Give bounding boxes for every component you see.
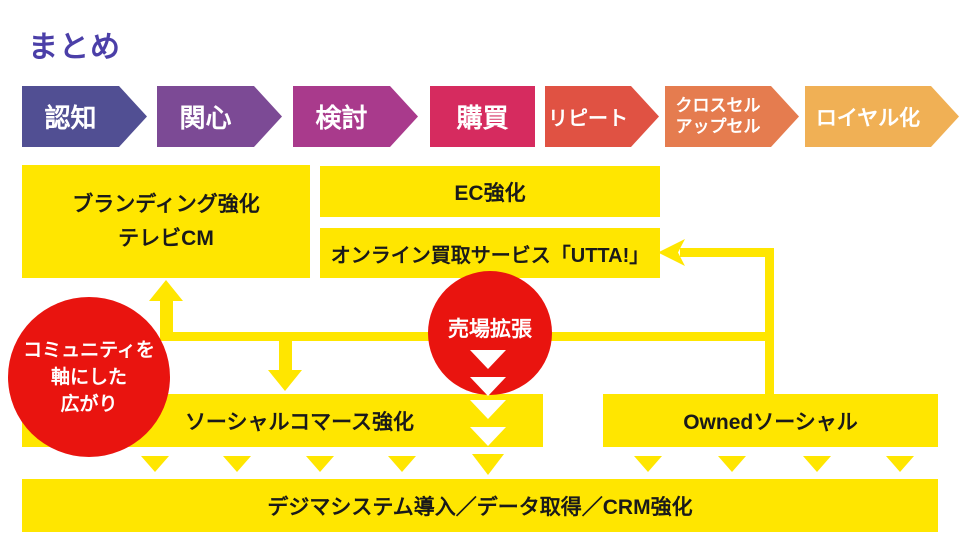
box-utta-service: オンライン買取サービス「UTTA!」 [320, 228, 660, 278]
box-ec-label: EC強化 [454, 181, 526, 205]
box-utta-label: オンライン買取サービス「UTTA!」 [330, 244, 650, 267]
up-arrow-icon [149, 280, 183, 301]
funnel-stage-repeat: リピート [545, 86, 659, 147]
funnel-stage-label: ロイヤル化 [815, 106, 921, 130]
feedback-line-vertical [765, 252, 774, 394]
circle-community: コミュニティを 軸にした 広がり [8, 297, 170, 457]
down-triangle-icon [886, 456, 914, 472]
funnel-stage-loyalty: ロイヤル化 [805, 86, 959, 147]
box-owned-social: Ownedソーシャル [603, 394, 938, 447]
funnel-stage-cross-up-sell: クロスセル アップセル [665, 86, 799, 147]
funnel-stage-consideration: 検討 [293, 86, 418, 147]
down-arrow-icon [268, 370, 302, 391]
down-triangle-icon [306, 456, 334, 472]
circle-sales-expansion: 売場拡張 [428, 271, 552, 395]
down-triangle-icon [803, 456, 831, 472]
down-triangle-icon [718, 456, 746, 472]
box-digima-crm: デジマシステム導入／データ取得／CRM強化 [22, 479, 938, 532]
funnel-stage-label: 関心 [179, 103, 232, 133]
page-title: まとめ [28, 31, 121, 64]
box-branding-tvcm: ブランディング強化 テレビCM [22, 165, 310, 278]
box-social-commerce-label: ソーシャルコマース強化 [184, 410, 415, 434]
funnel-stage-label: アップセル [675, 116, 761, 136]
funnel-stage-label: 検討 [315, 103, 368, 133]
circle-community-line1: コミュニティを [23, 339, 155, 361]
down-triangle-icon [470, 350, 506, 369]
funnel-stage-interest: 関心 [157, 86, 282, 147]
down-triangle-icon [388, 456, 416, 472]
box-branding-line1: ブランディング強化 [72, 192, 260, 216]
up-arrow-shaft [160, 299, 173, 341]
down-triangle-icon [223, 456, 251, 472]
down-arrow-shaft [279, 341, 292, 372]
box-owned-social-label: Ownedソーシャル [683, 410, 858, 434]
funnel-stage-awareness: 認知 [22, 86, 147, 147]
down-triangle-icon [141, 456, 169, 472]
box-ec-strengthen: EC強化 [320, 166, 660, 217]
feedback-line-horizontal [680, 248, 774, 257]
box-branding-line2: テレビCM [118, 226, 214, 250]
circle-sales-expansion-label: 売場拡張 [448, 318, 532, 341]
down-triangle-icon [470, 400, 506, 419]
funnel-stage-label: クロスセル [675, 96, 761, 116]
circle-community-line3: 広がり [60, 393, 118, 415]
funnel-stage-purchase: 購買 [430, 86, 535, 147]
funnel-stage-label: リピート [548, 108, 628, 130]
down-triangle-icon [634, 456, 662, 472]
down-triangle-icon [470, 427, 506, 446]
down-triangle-icon [472, 454, 504, 475]
circle-community-line2: 軸にした [50, 366, 127, 388]
funnel-stage-label: 認知 [44, 103, 97, 133]
box-digima-crm-label: デジマシステム導入／データ取得／CRM強化 [267, 495, 693, 519]
down-triangle-icon [470, 377, 506, 396]
funnel-stage-label: 購買 [456, 103, 509, 133]
